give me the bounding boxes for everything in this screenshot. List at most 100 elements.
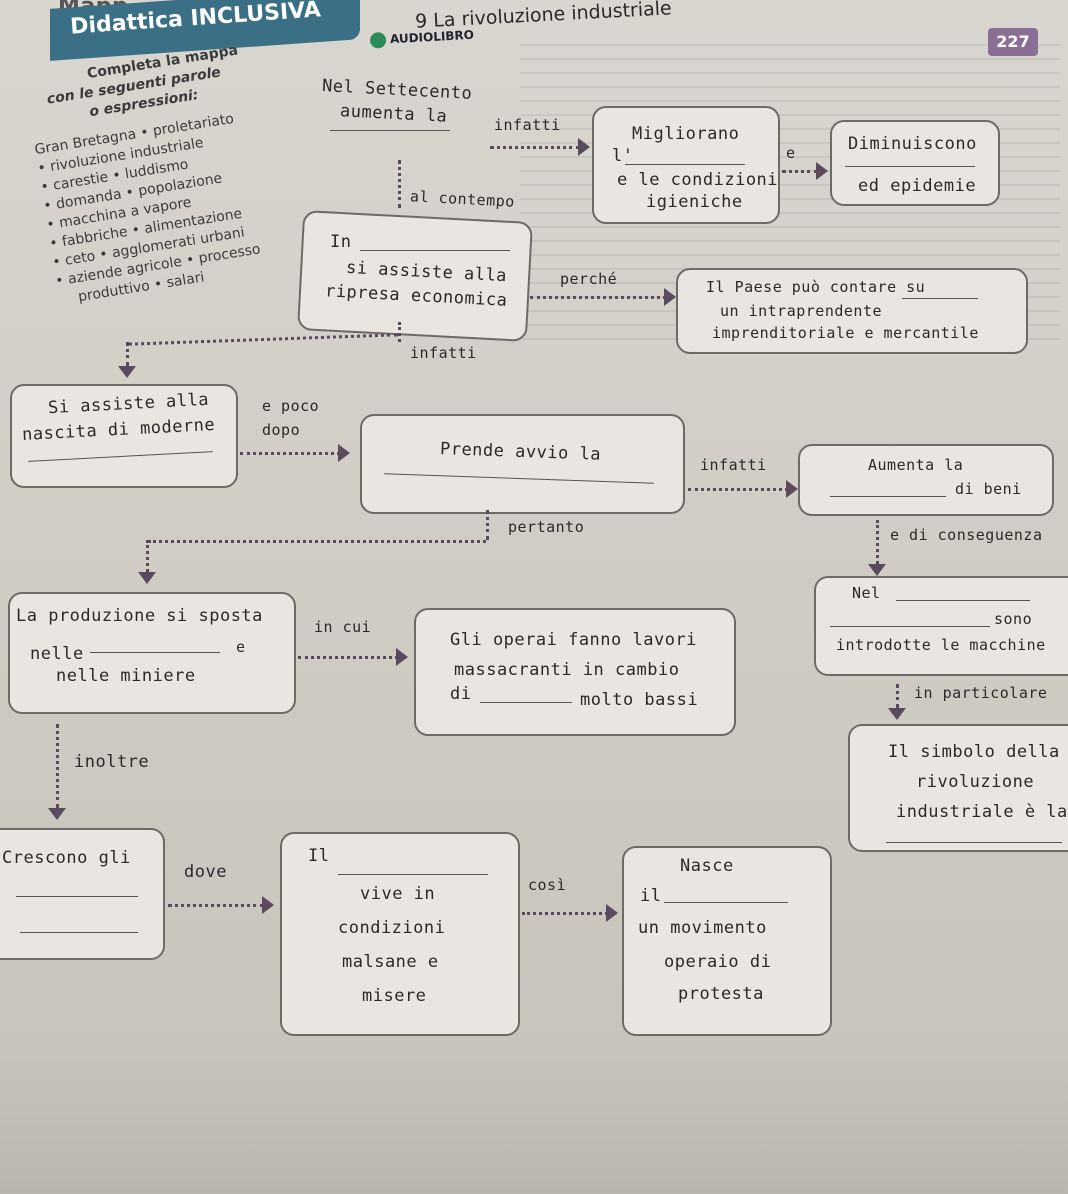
arrow-head <box>262 896 274 914</box>
blank-4[interactable] <box>360 250 510 251</box>
node-aumenta-l1: Aumenta la <box>868 456 964 474</box>
node-produzione-l2: nelle <box>30 644 84 664</box>
node-nasce-l4: operaio di <box>664 952 772 972</box>
node-proletariato-l2: vive in <box>360 884 436 904</box>
node-operai <box>414 608 736 736</box>
conn-e-poco-dopo: e poco dopo <box>262 397 320 439</box>
node-ripresa-l1: In <box>330 232 352 252</box>
node-nascita <box>10 384 238 488</box>
node-proletariato-l1: Il <box>308 846 330 866</box>
arrow-head <box>396 648 408 666</box>
page-bottom-shadow <box>0 1040 1068 1194</box>
conn-inoltre: inoltre <box>74 752 150 772</box>
node-migliorano <box>592 106 780 224</box>
arrow-line <box>896 684 899 708</box>
arrow-line <box>398 322 401 342</box>
arrow-head <box>118 366 136 378</box>
node-paese-l3: imprenditoriale e mercantile <box>712 324 979 342</box>
arrow-head <box>138 572 156 584</box>
conn-infatti-3: infatti <box>700 456 767 474</box>
arrow-line <box>168 904 264 907</box>
arrow-head <box>888 708 906 720</box>
blank-8[interactable] <box>830 496 946 497</box>
arrow-line <box>782 170 818 173</box>
conn-in-particolare: in particolare <box>914 684 1048 702</box>
blank-1[interactable] <box>330 130 450 131</box>
node-simbolo-l2: rivoluzione <box>916 772 1035 792</box>
node-produzione-l4: nelle miniere <box>56 666 196 686</box>
node-prende-avvio <box>360 414 685 514</box>
node-proletariato <box>280 832 520 1036</box>
conn-perche: perché <box>560 270 618 288</box>
node-produzione-l1: La produzione si sposta <box>16 606 263 626</box>
node-operai-l1: Gli operai fanno lavori <box>450 630 697 650</box>
node-diminuiscono-l2: ed epidemie <box>858 176 977 196</box>
blank-11[interactable] <box>896 600 1030 601</box>
blank-10[interactable] <box>480 702 572 703</box>
blank-13[interactable] <box>886 842 1062 843</box>
arrow-head <box>664 288 676 306</box>
word-list: Completa la mappa con le seguenti parole… <box>23 38 297 311</box>
blank-16[interactable] <box>338 874 488 875</box>
arrow-line <box>522 912 608 915</box>
node-nel-sono-l2: sono <box>994 610 1033 628</box>
arrow-line <box>146 540 149 572</box>
blank-15[interactable] <box>20 932 138 933</box>
node-proletariato-l5: misere <box>362 986 427 1006</box>
blank-5[interactable] <box>902 298 978 299</box>
node-aumenta <box>798 444 1054 516</box>
node-operai-l4: molto bassi <box>580 690 699 710</box>
arrow-line <box>490 146 580 149</box>
node-operai-l2: massacranti in cambio <box>454 660 680 680</box>
node-nel-sono-l1: Nel <box>852 584 881 602</box>
node-produzione <box>8 592 296 714</box>
arrow-head <box>338 444 350 462</box>
arrow-line <box>688 488 788 491</box>
arrow-line <box>486 510 489 540</box>
arrow-line <box>240 452 340 455</box>
node-nasce-l5: protesta <box>678 984 764 1004</box>
node-crescono-l1: Crescono gli <box>2 848 131 868</box>
node-simbolo <box>848 724 1068 852</box>
node-nasce-l1: Nasce <box>680 856 734 876</box>
node-nel-sono-l3: introdotte le macchine <box>836 636 1046 654</box>
arrow-head <box>786 480 798 498</box>
arrow-line <box>530 296 666 299</box>
node-simbolo-l3: industriale è la <box>896 802 1068 822</box>
node-migliorano-l2: l' <box>612 146 634 166</box>
node-proletariato-l4: malsane e <box>342 952 439 972</box>
node-migliorano-l4: igieniche <box>646 192 743 212</box>
arrow-head <box>48 808 66 820</box>
node-paese-l2: un intraprendente <box>720 302 883 320</box>
node-diminuiscono-l1: Diminuiscono <box>848 134 977 154</box>
node-produzione-l3: e <box>236 638 246 656</box>
conn-cosi: così <box>528 876 567 894</box>
blank-3[interactable] <box>845 166 975 167</box>
conn-infatti-1: infatti <box>494 116 561 134</box>
node-migliorano-l3: e le condizioni <box>617 170 779 190</box>
conn-e-di-conseguenza: e di conseguenza <box>890 526 1043 544</box>
blank-12[interactable] <box>830 626 990 627</box>
arrow-head <box>578 138 590 156</box>
node-simbolo-l1: Il simbolo della <box>888 742 1060 762</box>
audiobook-label: AUDIOLIBRO <box>389 27 475 47</box>
blank-14[interactable] <box>16 896 138 897</box>
audiobook-button[interactable]: AUDIOLIBRO <box>369 27 475 49</box>
conn-infatti-2: infatti <box>410 344 477 362</box>
arrow-line <box>398 160 401 208</box>
blank-9[interactable] <box>90 652 220 653</box>
conn-pertanto: pertanto <box>508 518 585 536</box>
arrow-head <box>816 162 828 180</box>
conn-al-contempo: al contempo <box>409 187 516 211</box>
blank-2[interactable] <box>625 164 745 165</box>
node-migliorano-l1: Migliorano <box>632 124 740 144</box>
node-nasce-l2: il <box>640 886 662 906</box>
conn-dove: dove <box>184 862 227 882</box>
blank-17[interactable] <box>664 902 788 903</box>
arrow-line <box>56 724 59 808</box>
node-nasce <box>622 846 832 1036</box>
conn-e-1: e <box>786 144 796 162</box>
arrow-line <box>148 540 486 543</box>
node-paese <box>676 268 1028 354</box>
node-proletariato-l3: condizioni <box>338 918 446 938</box>
